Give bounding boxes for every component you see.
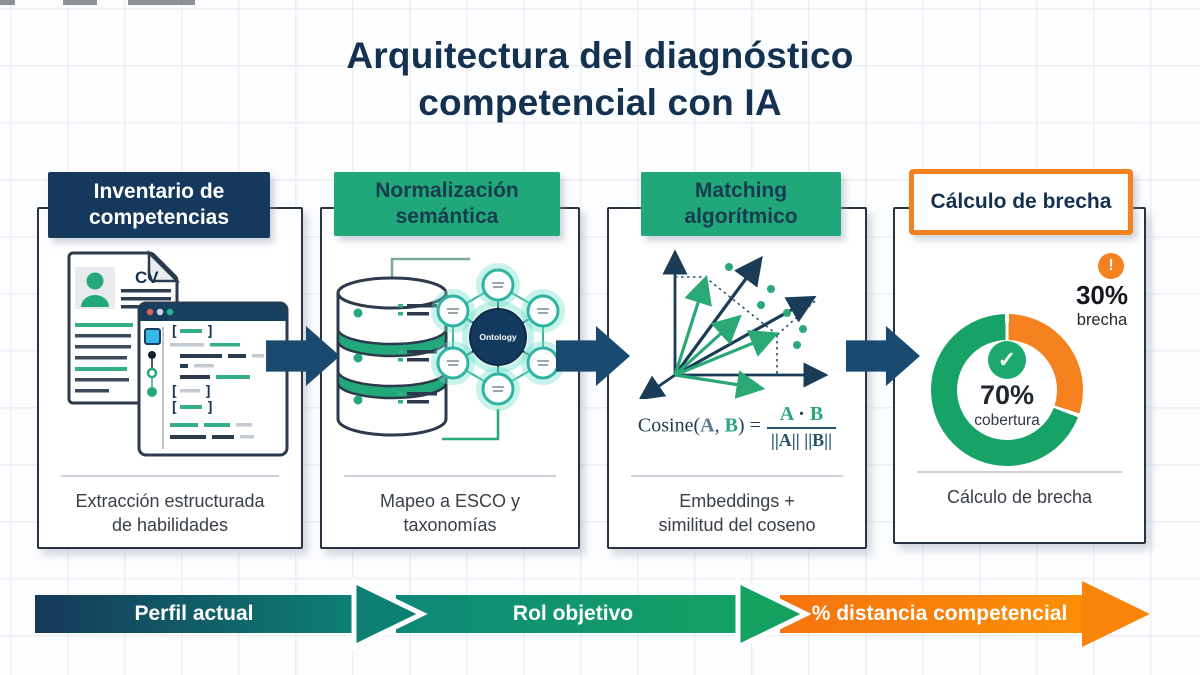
flow-label-perfil-actual: Perfil actual: [35, 595, 353, 633]
panel-divider: [344, 475, 556, 477]
embedding-points: [725, 263, 807, 349]
cv-label: CV: [135, 268, 159, 287]
formula-fraction: A · B||A|| ||B||: [766, 403, 837, 451]
panel-inventario-header-label: Inventario de competencias: [88, 180, 230, 229]
formula-comma: ,: [714, 414, 725, 437]
panel-inventario-card: CV: [37, 207, 303, 549]
panel-divider: [631, 475, 843, 477]
page-title-line1: Arquitectura del diagnóstico: [346, 35, 854, 76]
cv-document-and-code-editor-icon: CV: [39, 241, 301, 469]
panel-matching-header: Matching algorítmico: [641, 172, 841, 236]
formula-num-a: A: [779, 403, 794, 425]
panel-matching-card: Cosine(A, B) =A · B||A|| ||B|| Embedding…: [607, 207, 867, 549]
panel-brecha-header: Cálculo de brecha: [909, 169, 1133, 235]
panel-brecha-header-label: Cálculo de brecha: [930, 190, 1112, 213]
panel-normalizacion-card: Ontology Mapeo a ESCO y taxonomías: [320, 207, 580, 549]
flow-segment-perfil-actual: [35, 595, 353, 633]
dotted-guides: [675, 276, 816, 375]
formula-num-b: B: [809, 403, 824, 425]
flow-bar: [35, 578, 1150, 650]
top-edge-artifact: [0, 0, 15, 5]
gap-figure: 30% brecha: [1047, 281, 1157, 331]
database-icon: [336, 276, 448, 437]
svg-text:]: ]: [206, 400, 214, 416]
flow-arrowhead-3-icon: [1082, 581, 1150, 647]
database-and-ontology-graph-icon: Ontology: [322, 241, 578, 469]
panel-normalizacion-header-label: Normalización semántica: [375, 179, 519, 228]
vector-space-icon: [609, 239, 865, 399]
connector-line-bottom: [442, 409, 500, 441]
embedding-vectors-green: [673, 274, 779, 399]
ontology-center-glow: [462, 301, 534, 373]
coverage-label: cobertura: [974, 412, 1040, 429]
formula-prefix: Cosine(: [637, 414, 701, 437]
formula-denominator: ||A|| ||B||: [766, 427, 837, 451]
flow-label-text: % distancia competencial: [811, 602, 1068, 625]
flow-label-text: Rol objetivo: [512, 602, 634, 625]
flow-segment-distancia: [780, 595, 1084, 633]
check-glyph: ✓: [997, 347, 1017, 372]
ontology-satellite-nodes: [431, 263, 565, 411]
ontology-center-label: Ontology: [479, 332, 517, 342]
top-edge-artifact: [128, 0, 195, 5]
panel-normalizacion-header: Normalización semántica: [334, 172, 560, 236]
svg-text:[: [: [170, 400, 178, 416]
coverage-percentage: 70%: [979, 380, 1035, 410]
flow-arrowhead-2-icon: [735, 578, 812, 650]
page-title: Arquitectura del diagnóstico competencia…: [0, 32, 1200, 126]
svg-text:[: [: [170, 384, 178, 400]
flow-segment-rol-objetivo: [396, 595, 736, 633]
cosine-formula: Cosine(A, B) =A · B||A|| ||B||: [609, 403, 865, 451]
panel-brecha-card: ✓ 70% cobertura ! 30% brecha Cálculo de …: [893, 207, 1146, 544]
formula-num-dot: ·: [798, 403, 805, 425]
flow-label-text: Perfil actual: [134, 602, 254, 625]
panel-brecha-caption: Cálculo de brecha: [946, 487, 1093, 507]
alert-icon: !: [1098, 253, 1124, 279]
gap-percentage: 30%: [1075, 280, 1129, 310]
formula-vector-a: A: [700, 414, 715, 437]
gap-donut-chart: ✓ 70% cobertura: [931, 314, 1083, 466]
panel-matching-header-label: Matching algorítmico: [684, 179, 798, 228]
gap-label: brecha: [1076, 311, 1128, 329]
page-title-line2: competencial con IA: [418, 82, 782, 123]
check-icon: ✓: [988, 341, 1026, 379]
panel-inventario-header: Inventario de competencias: [48, 172, 270, 238]
formula-equals: ) =: [737, 414, 761, 437]
alert-glyph: !: [1108, 257, 1114, 274]
panel-normalizacion-caption: Mapeo a ESCO y taxonomías: [379, 491, 521, 535]
flow-label-distancia-competencial: % distancia competencial: [795, 595, 1084, 633]
top-edge-artifact: [63, 0, 97, 5]
svg-text:]: ]: [204, 384, 212, 400]
formula-vector-b: B: [724, 414, 738, 437]
code-editor-window-icon: [ ] [ ] [ ]: [137, 301, 289, 457]
panel-matching-caption: Embeddings + similitud del coseno: [658, 491, 816, 535]
panel-inventario-caption: Extracción estructurada de habilidades: [75, 491, 265, 535]
vector-axes: [638, 249, 829, 399]
panel-divider: [917, 471, 1122, 473]
svg-text:]: ]: [206, 324, 214, 340]
ontology-center-node: [469, 308, 527, 366]
flow-arrowhead-1-icon: [351, 578, 428, 650]
flow-label-rol-objetivo: Rol objetivo: [410, 595, 736, 633]
svg-text:[: [: [170, 324, 178, 340]
ontology-graph-icon: Ontology: [431, 263, 565, 411]
panel-divider: [61, 475, 279, 477]
